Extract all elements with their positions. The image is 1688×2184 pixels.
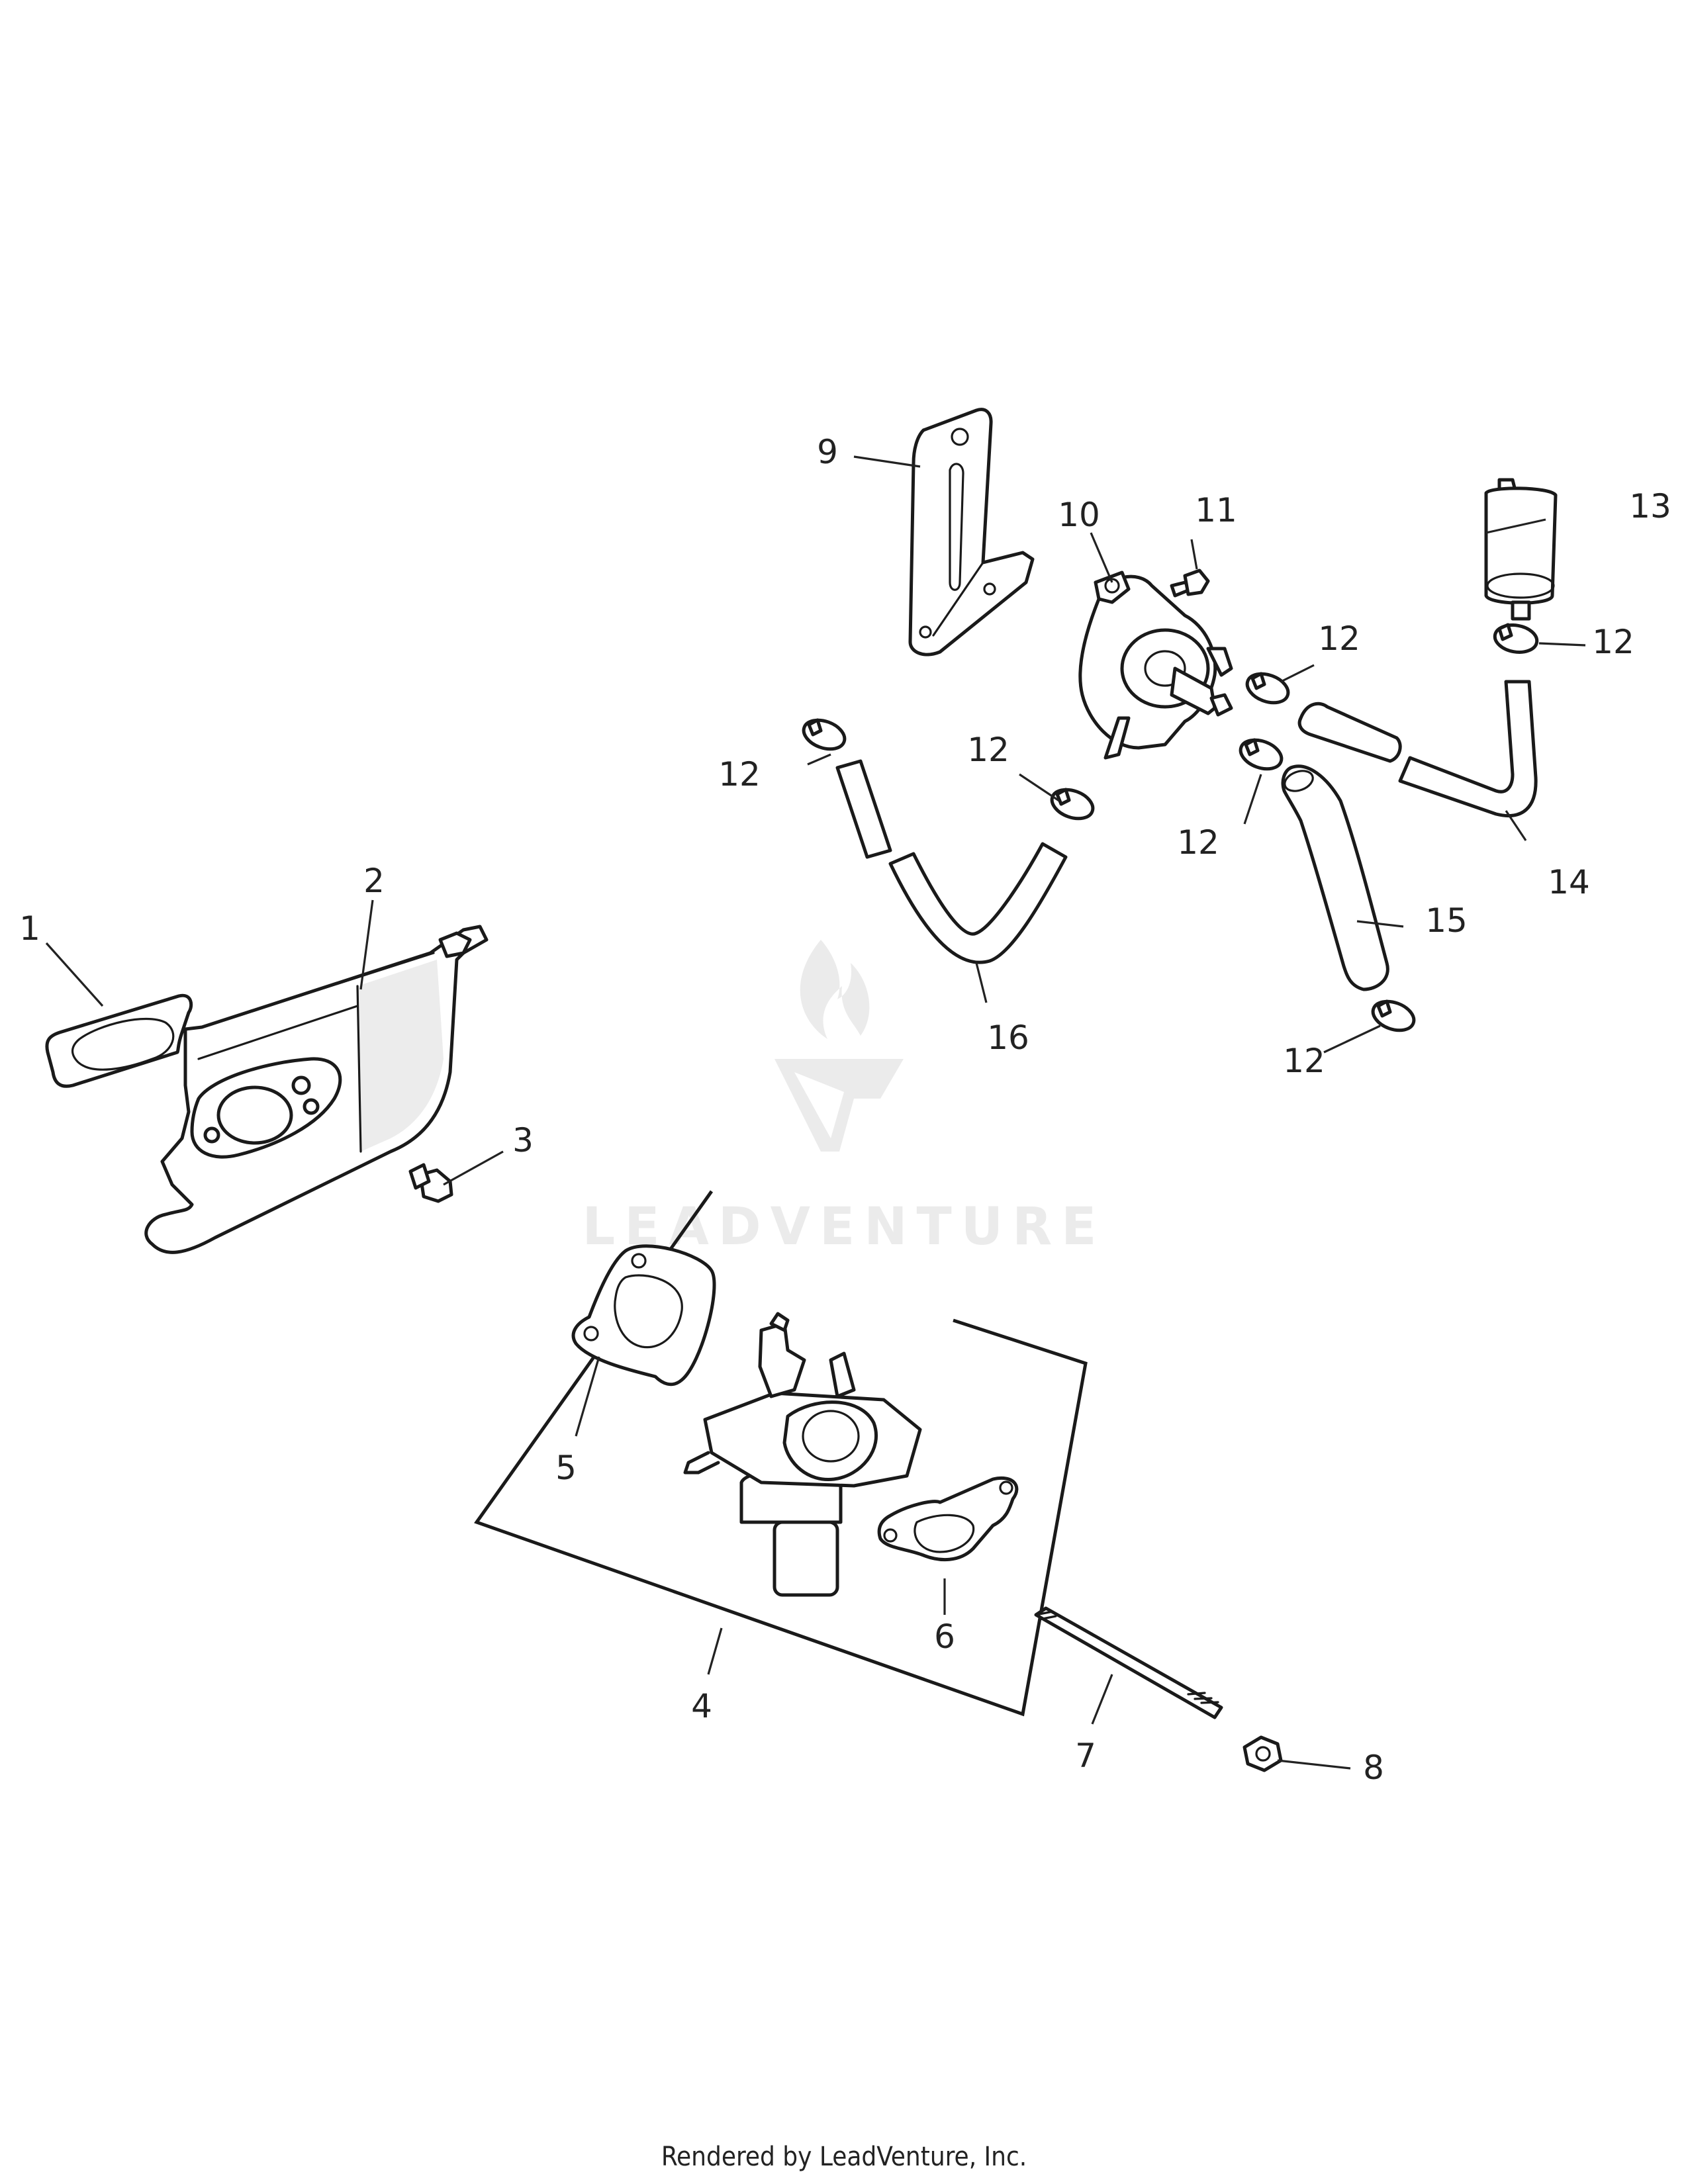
carburetor-4 xyxy=(683,1312,922,1597)
bracket-9 xyxy=(908,408,1035,657)
callout-9: 9 xyxy=(817,433,838,471)
callout-12-upper-right: 12 xyxy=(1318,619,1360,658)
callout-14: 14 xyxy=(1548,863,1590,901)
clamp-12-upper-right xyxy=(1245,672,1290,705)
callout-12-bottom: 12 xyxy=(1283,1042,1325,1080)
footer-credit: Rendered by LeadVenture, Inc. xyxy=(661,2142,1027,2172)
callout-12-lower-mid: 12 xyxy=(1177,823,1219,862)
fuel-pump-10 xyxy=(1078,570,1233,760)
callout-4: 4 xyxy=(691,1687,712,1725)
callout-1: 1 xyxy=(19,909,40,948)
callout-15: 15 xyxy=(1425,901,1468,940)
clamp-12-lower-mid xyxy=(1239,738,1284,771)
callout-3: 3 xyxy=(512,1121,534,1160)
callout-11: 11 xyxy=(1195,491,1237,529)
nut-8 xyxy=(1243,1735,1283,1772)
screw-11 xyxy=(1170,569,1210,598)
callout-10: 10 xyxy=(1058,496,1100,534)
clamp-12-bottom xyxy=(1371,999,1416,1032)
clamp-12-filter xyxy=(1493,623,1539,654)
leader-lines xyxy=(45,455,1586,1770)
fuel-hose-16 xyxy=(835,759,1068,964)
callout-12-mid: 12 xyxy=(967,731,1009,769)
watermark-logo xyxy=(774,940,904,1152)
callout-8: 8 xyxy=(1363,1749,1384,1787)
kit-outline-4 xyxy=(474,1190,1088,1717)
fuel-hose-14 xyxy=(1398,680,1538,818)
bolt-3 xyxy=(408,1163,453,1203)
callout-7: 7 xyxy=(1075,1737,1096,1775)
gasket-5 xyxy=(571,1244,716,1387)
clamp-12-mid xyxy=(1050,788,1095,821)
fuel-filter-13 xyxy=(1484,478,1558,621)
stud-7 xyxy=(1034,1606,1223,1719)
callout-6: 6 xyxy=(934,1617,955,1656)
fuel-hose-short xyxy=(1297,702,1402,763)
fuel-hose-15 xyxy=(1281,764,1389,991)
clamp-12-left xyxy=(802,718,847,751)
gasket-1 xyxy=(45,993,193,1088)
shroud-2 xyxy=(144,925,489,1254)
callout-2: 2 xyxy=(363,862,385,900)
gasket-6 xyxy=(877,1477,1019,1562)
callout-12-left: 12 xyxy=(718,755,761,794)
callout-13: 13 xyxy=(1629,487,1671,525)
callout-5: 5 xyxy=(555,1449,577,1487)
callout-16: 16 xyxy=(987,1019,1029,1057)
callout-12-filter: 12 xyxy=(1592,623,1634,661)
